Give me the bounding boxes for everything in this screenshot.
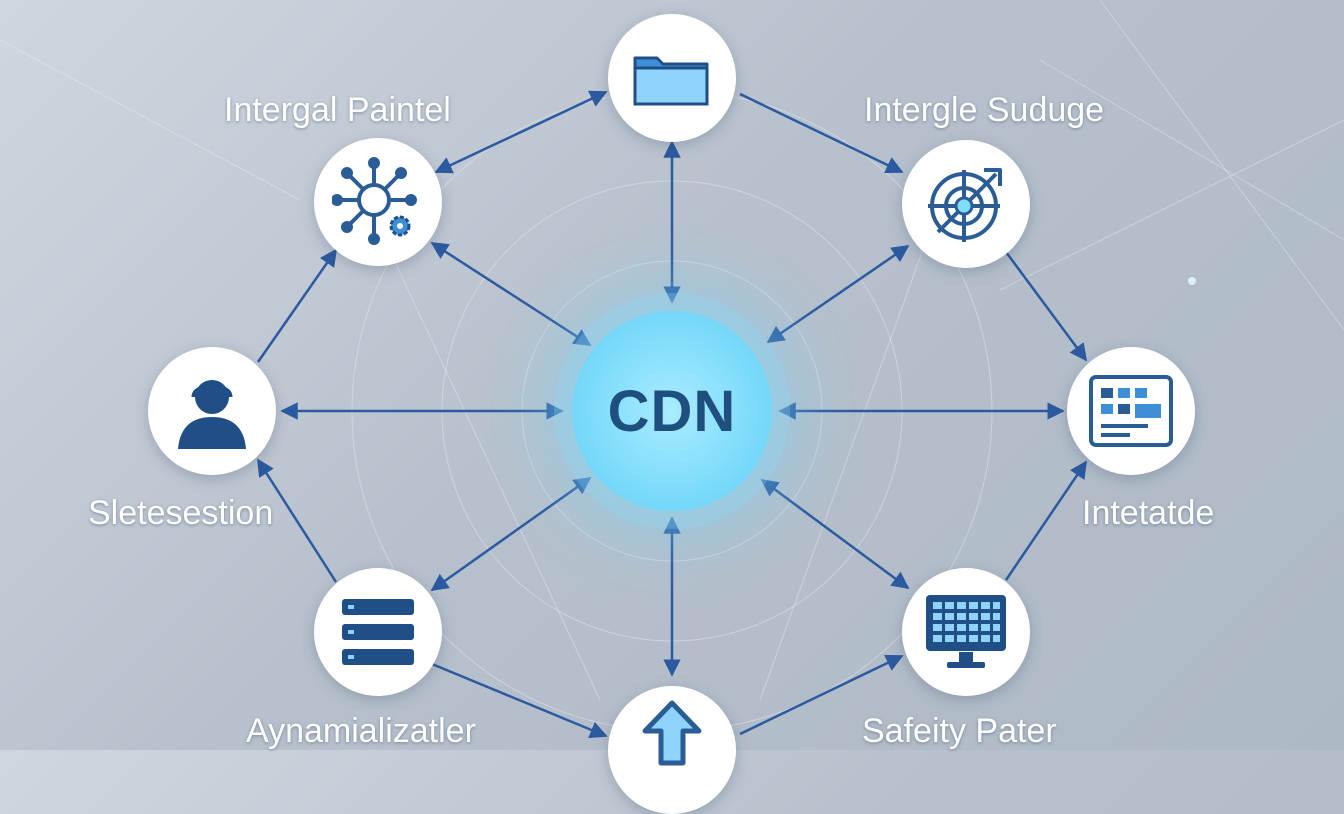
target-arrow-icon [928,168,1002,242]
user-icon [178,380,246,449]
hub-label: CDN [607,378,737,444]
label-right: Intetatde [1082,494,1215,532]
label-top-left: Intergal Paintel [224,91,451,129]
folder-icon [633,56,709,106]
dashboard-icon [1089,375,1173,447]
connector-arrows [256,90,1088,739]
diagram-canvas [0,0,1344,739]
arrow-hub-lower-left [430,476,592,592]
arrow-bottom-lower-right [739,654,904,736]
sparkle-dot [1188,277,1196,285]
label-bottom-left: Aynamializatler [246,712,476,750]
server-icon [342,599,414,665]
node-right [1067,347,1195,475]
network-gear-icon [332,157,417,245]
arrow-lower-right-right [1004,460,1088,581]
node-upper-right [902,140,1030,268]
label-bottom-right: Safeity Pater [862,712,1057,750]
node-lower-left [314,568,442,696]
arrow-hub-upper-right [766,244,910,344]
arrow-top-upper-left [434,90,608,174]
label-left: Sletesestion [88,494,274,532]
node-top [608,14,736,142]
arrow-top-upper-right [739,92,904,174]
node-bottom [608,686,736,814]
node-lower-right [902,568,1030,696]
arrow-lower-left-left [256,458,338,583]
arrow-left-upper-left [256,248,338,363]
arrow-upper-right-right [1004,251,1088,362]
arrow-hub-upper-left [430,241,592,347]
cdn-hub: CDN [572,311,772,511]
node-upper-left [314,138,442,266]
arrow-lower-left-bottom [431,662,608,739]
upload-arrow-icon [642,700,702,766]
monitor-grid-icon [926,595,1006,668]
node-left [148,347,276,475]
label-top-right: Intergle Suduge [864,91,1105,129]
arrow-hub-lower-right [760,478,910,590]
